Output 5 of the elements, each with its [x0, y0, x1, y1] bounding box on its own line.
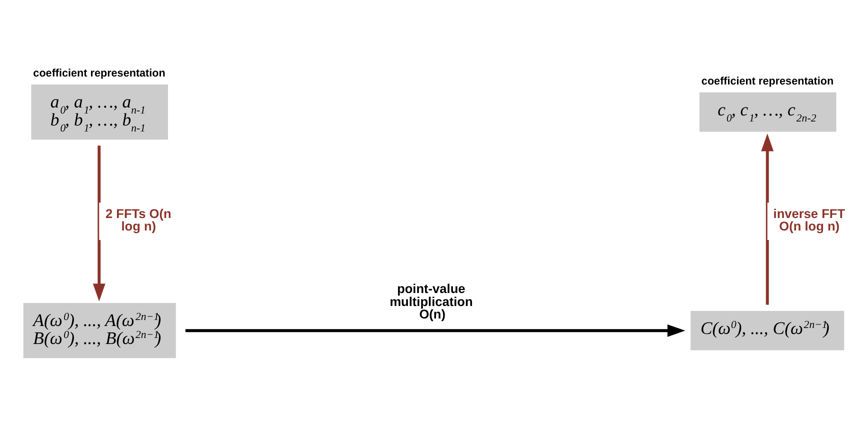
edge-label: 2 FFTs O(n log n): [106, 205, 172, 234]
edge-label: inverse FFT O(n log n): [773, 205, 846, 234]
node-label: coefficient representation: [33, 66, 166, 79]
node-label: coefficient representation: [701, 74, 834, 87]
edge-label: point-value multiplication O(n): [390, 280, 473, 322]
